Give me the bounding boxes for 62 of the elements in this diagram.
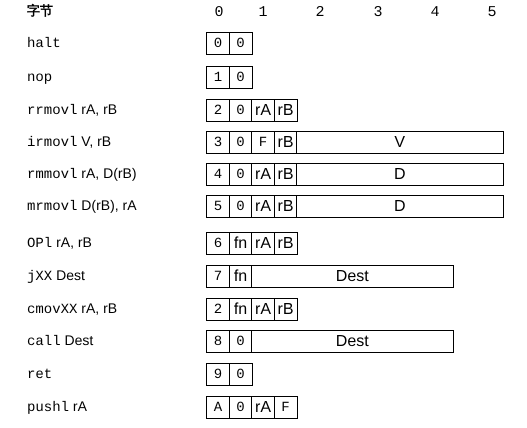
encoding-field: 0 [228, 99, 252, 122]
encoding-field: D [296, 195, 504, 218]
byte-number: 1 [258, 5, 268, 20]
encoding-field: 0 [228, 32, 252, 55]
encoding-field: 0 [206, 32, 230, 55]
encoding-field: rB [274, 232, 298, 255]
byte-number: 2 [316, 5, 324, 20]
instruction-label: jXX Dest [27, 268, 85, 284]
header-label: 字节 [27, 5, 53, 18]
encoding-field: rA [251, 99, 275, 122]
byte-number: 5 [488, 5, 496, 20]
encoding-field: Dest [251, 265, 454, 288]
encoding-field: 4 [206, 163, 230, 186]
instruction-label: rmmovl rA, D(rB) [27, 166, 137, 182]
encoding-field: rB [274, 131, 298, 154]
instruction-label: rrmovl rA, rB [27, 102, 118, 118]
encoding-field: 0 [228, 363, 252, 386]
encoding-field: rA [251, 298, 275, 321]
instruction-label: call Dest [27, 333, 94, 349]
encoding-field: 7 [206, 265, 230, 288]
encoding-field: V [296, 131, 504, 154]
encoding-field: fn [228, 232, 252, 255]
encoding-field: rB [274, 99, 298, 122]
instruction-label: irmovl V, rB [27, 134, 112, 150]
encoding-field: rA [251, 163, 275, 186]
instruction-label: pushl rA [27, 399, 87, 415]
encoding-field: rA [251, 232, 275, 255]
encoding-field: Dest [251, 330, 454, 353]
instruction-label: OPl rA, rB [27, 235, 92, 251]
encoding-field: 2 [206, 99, 230, 122]
instruction-label: cmovXX rA, rB [27, 301, 118, 317]
encoding-field: 5 [206, 195, 230, 218]
encoding-field: 6 [206, 232, 230, 255]
encoding-field: rB [274, 163, 298, 186]
encoding-field: 0 [228, 330, 252, 353]
encoding-field: 9 [206, 363, 230, 386]
encoding-field: 2 [206, 298, 230, 321]
encoding-field: 1 [206, 66, 230, 89]
encoding-field: 0 [228, 163, 252, 186]
instruction-label: nop [27, 69, 52, 85]
encoding-field: 0 [228, 131, 252, 154]
encoding-field: F [251, 131, 275, 154]
encoding-field: rB [274, 195, 298, 218]
encoding-field: 0 [228, 195, 252, 218]
instruction-label: mrmovl D(rB), rA [27, 198, 137, 214]
encoding-field: rB [274, 298, 298, 321]
encoding-field: D [296, 163, 504, 186]
encoding-field: 0 [228, 396, 252, 419]
encoding-field: F [274, 396, 298, 419]
byte-number: 0 [214, 5, 224, 20]
instruction-label: halt [27, 35, 61, 51]
instruction-label: ret [27, 366, 52, 382]
encoding-field: rA [251, 396, 275, 419]
encoding-field: fn [228, 265, 252, 288]
byte-number: 3 [374, 5, 382, 20]
encoding-field: rA [251, 195, 275, 218]
encoding-field: 8 [206, 330, 230, 353]
encoding-field: fn [228, 298, 252, 321]
encoding-field: A [206, 396, 230, 419]
encoding-field: 0 [228, 66, 252, 89]
byte-number: 4 [430, 5, 440, 20]
encoding-field: 3 [206, 131, 230, 154]
